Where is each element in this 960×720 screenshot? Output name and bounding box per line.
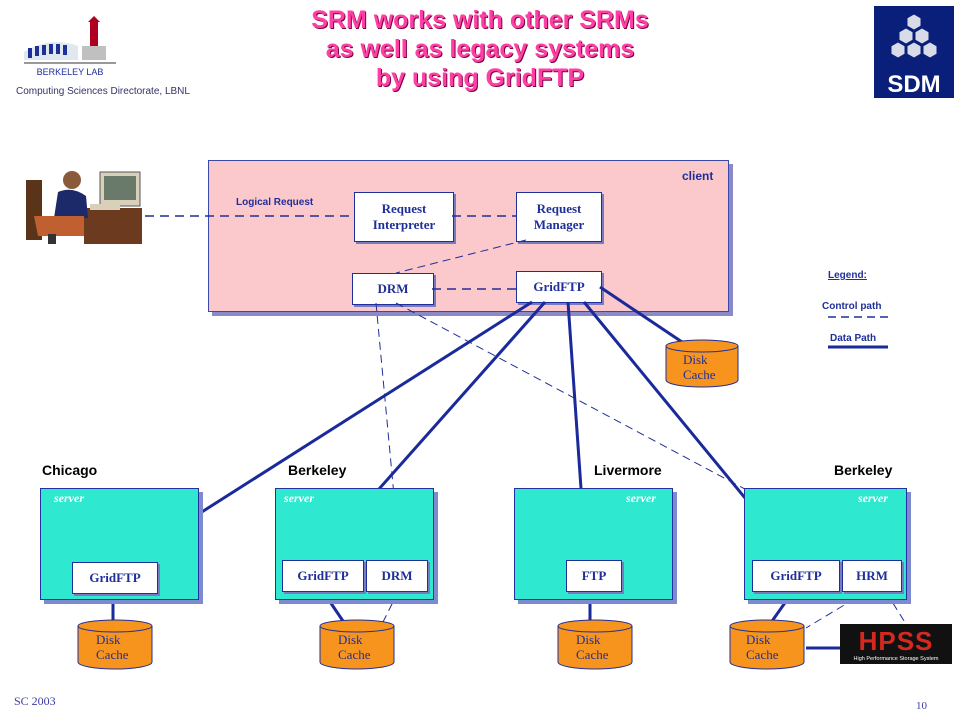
client-disk-cache <box>664 338 740 388</box>
control-path-hrm-to-disk <box>805 591 867 629</box>
livermore-disk-cache <box>556 618 634 670</box>
request-manager-box: Request Manager <box>516 192 602 242</box>
livermore-ftp-box: FTP <box>566 560 622 592</box>
legend-control-path-line <box>828 316 888 318</box>
server-label-berkeley-2: server <box>858 491 888 505</box>
berkeley-2-hrm-box: HRM <box>842 560 902 592</box>
berkeley-lab-logo-text: BERKELEY LAB <box>37 67 104 77</box>
chicago-gridftp-box: GridFTP <box>72 562 158 594</box>
data-path-client-disk <box>599 285 689 348</box>
berkeley-1-gridftp-box: GridFTP <box>282 560 364 592</box>
page-number: 10 <box>916 700 927 712</box>
city-label-berkeley-2: Berkeley <box>834 462 893 478</box>
chicago-disk-cache <box>76 618 154 670</box>
sdm-logo-text: SDM <box>887 71 940 98</box>
user-at-computer-image <box>24 166 144 244</box>
legend-title: Legend: <box>828 270 867 281</box>
berkeley-1-drm-box: DRM <box>366 560 428 592</box>
city-label-livermore: Livermore <box>594 462 662 478</box>
request-manager-line-2: Manager <box>533 217 585 232</box>
client-box <box>208 160 729 312</box>
request-interpreter-box: Request Interpreter <box>354 192 454 242</box>
control-path-manager-to-drm <box>395 239 527 274</box>
title-line-1: SRM works with other SRMs <box>311 6 649 34</box>
legend-data-path-line <box>828 345 888 349</box>
hpss-logo: HPSS High Performance Storage System <box>840 624 952 664</box>
sdm-logo: SDM <box>874 6 954 98</box>
title-line-2: as well as legacy systems <box>325 35 635 63</box>
request-interpreter-line-2: Interpreter <box>372 217 436 232</box>
title-line-3: by using GridFTP <box>375 64 585 92</box>
hpss-subtitle: High Performance Storage System <box>854 656 939 662</box>
header-caption: Computing Sciences Directorate, LBNL <box>16 86 190 97</box>
server-label-berkeley-1: server <box>284 491 314 505</box>
server-label-chicago: server <box>54 491 84 505</box>
city-label-berkeley-1: Berkeley <box>288 462 347 478</box>
hpss-logo-text: HPSS <box>859 626 934 656</box>
legend-data-path-label: Data Path <box>830 333 877 344</box>
logical-request-label: Logical Request <box>236 197 314 208</box>
server-label-livermore: server <box>626 491 656 505</box>
berkeley-lab-logo: BERKELEY LAB <box>20 16 120 82</box>
request-interpreter-line-1: Request <box>381 201 427 216</box>
footer-conference: SC 2003 <box>14 694 56 708</box>
page-title: SRM works with other SRMs as well as leg… <box>190 6 770 93</box>
client-label: client <box>682 169 714 183</box>
client-drm-box: DRM <box>352 273 434 305</box>
client-gridftp-box: GridFTP <box>516 271 602 303</box>
berkeley-1-disk-cache <box>318 618 396 670</box>
legend-control-path-label: Control path <box>822 301 882 312</box>
city-label-chicago: Chicago <box>42 462 98 478</box>
berkeley-2-disk-cache <box>728 618 806 670</box>
berkeley-2-gridftp-box: GridFTP <box>752 560 840 592</box>
request-manager-line-1: Request <box>536 201 582 216</box>
